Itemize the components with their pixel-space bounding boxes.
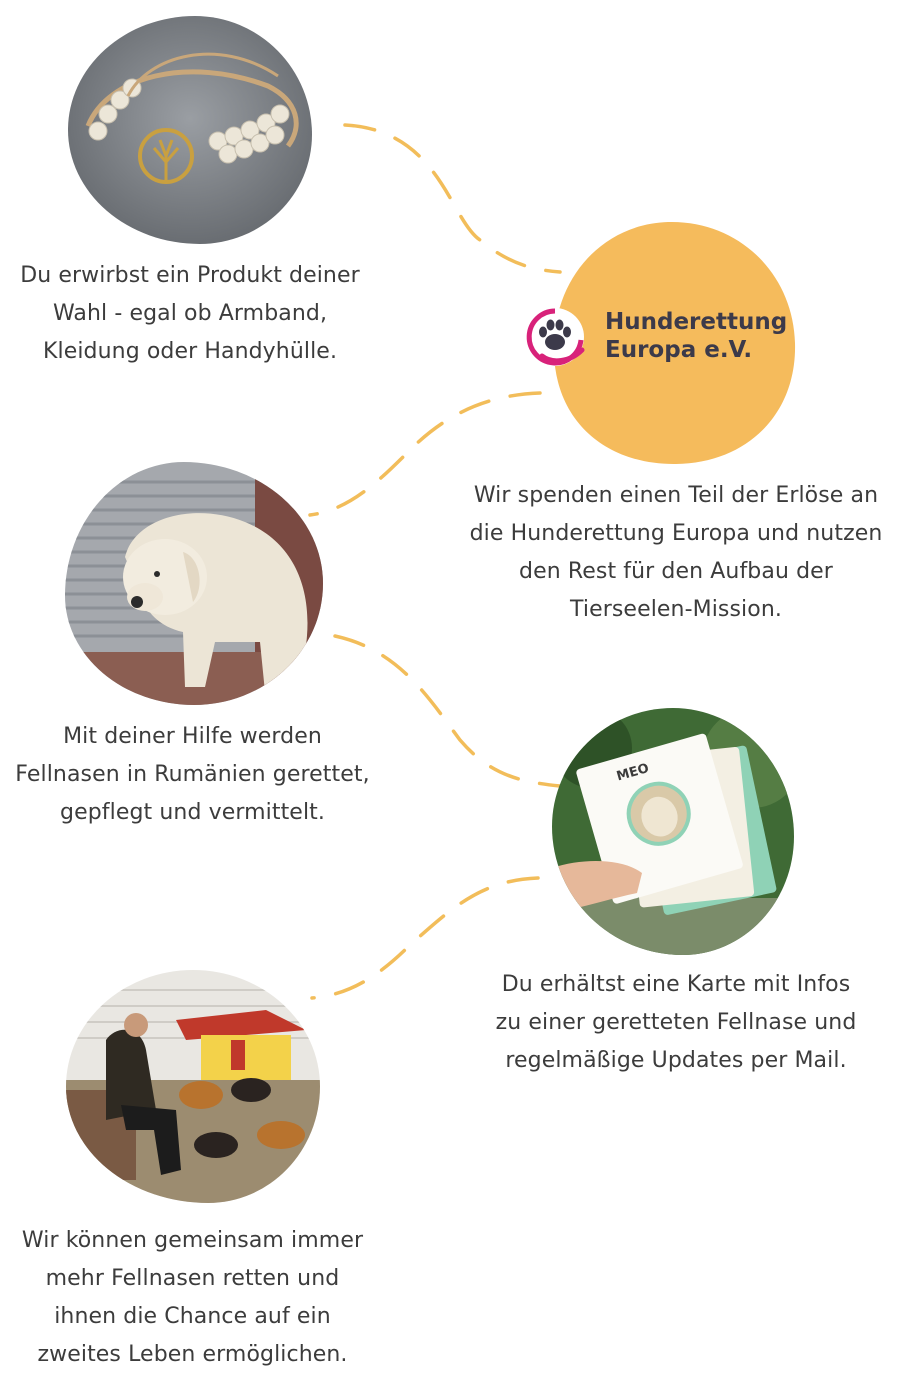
connector-1	[343, 123, 562, 274]
step-5-caption: Wir können gemeinsam immer mehr Fellnase…	[21, 1228, 364, 1367]
step-4-caption: Du erhältst eine Karte mit Infos zu eine…	[495, 972, 857, 1073]
tree-of-life-icon	[138, 128, 194, 184]
caretaker-with-puppies-image	[66, 970, 320, 1203]
bracelet-image	[68, 16, 312, 244]
cards-in-hand-image: MEO	[552, 708, 794, 955]
logo-line-1: Hunderettung	[605, 309, 788, 335]
step-3-caption: Mit deiner Hilfe werden Fellnasen in Rum…	[15, 724, 370, 825]
step-1-caption: Du erwirbst ein Produkt deiner Wahl - eg…	[20, 263, 360, 364]
rescued-dog-photo	[65, 462, 323, 705]
bracelet-photo	[68, 16, 312, 244]
organization-logo	[548, 218, 798, 468]
logo-line-2: Europa e.V.	[605, 337, 753, 363]
info-cards-photo: MEO	[552, 708, 794, 955]
logo-blob-shape	[553, 221, 796, 465]
white-dog-image	[65, 462, 323, 705]
logo-wordmark: Hunderettung Europa e.V.	[605, 308, 787, 364]
paw-heart-icon	[526, 308, 585, 366]
dogs-with-caretaker-photo	[66, 970, 320, 1203]
step-2-caption: Wir spenden einen Teil der Erlöse an die…	[469, 483, 883, 622]
